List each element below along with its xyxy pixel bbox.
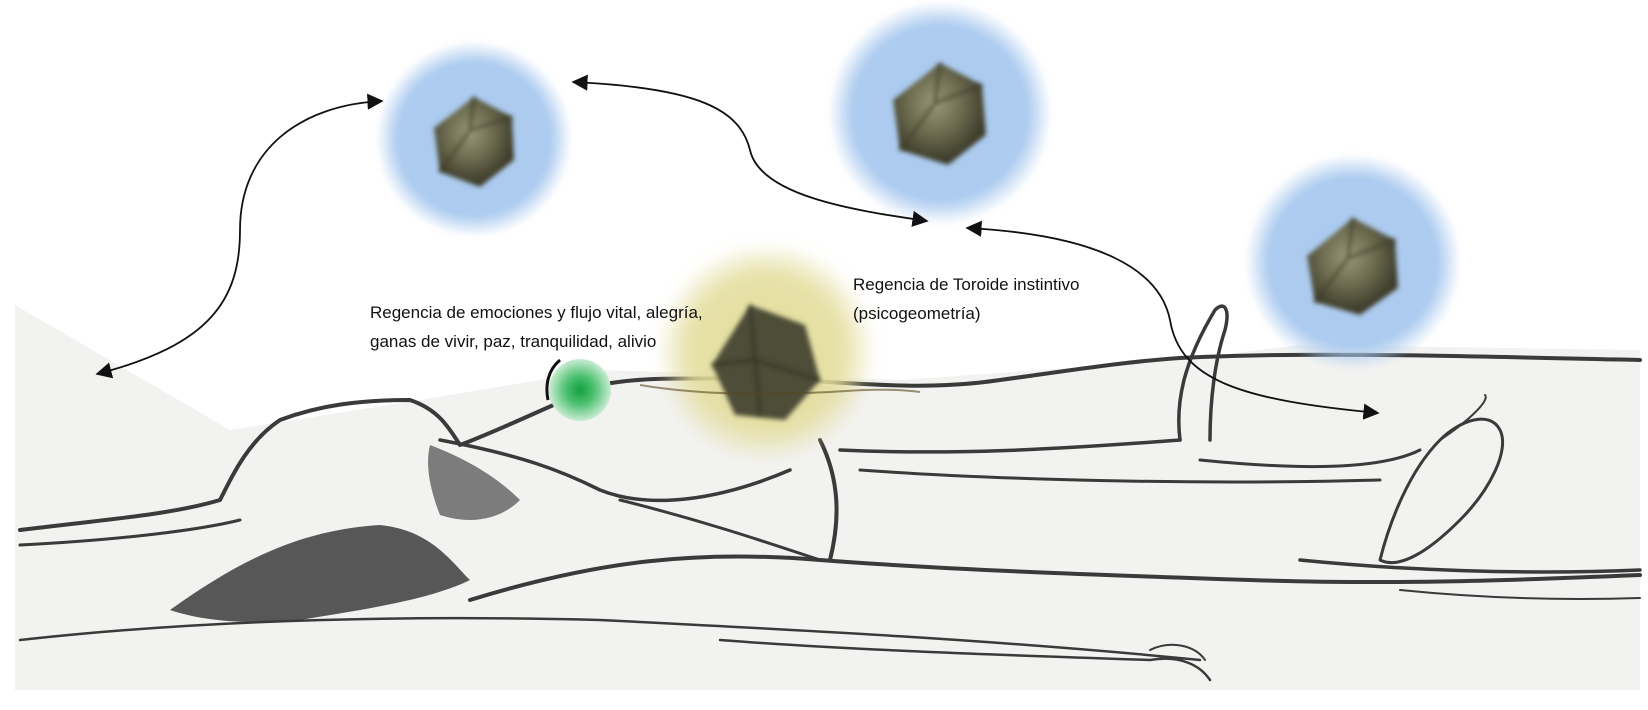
toroid-label-line-1: Regencia de Toroide instintivo — [853, 270, 1080, 299]
toroid-regency-label: Regencia de Toroide instintivo (psicogeo… — [853, 270, 1080, 328]
emotions-regency-label: Regencia de emociones y flujo vital, ale… — [370, 298, 703, 356]
aura-sphere-3 — [1245, 154, 1461, 370]
toroid-label-line-2: (psicogeometría) — [853, 299, 1080, 328]
aura-sphere-1 — [376, 41, 572, 237]
arrow-left — [97, 101, 382, 374]
emotions-label-line-2: ganas de vivir, paz, tranquilidad, alivi… — [370, 327, 703, 356]
aura-sphere-2 — [828, 1, 1052, 225]
emotions-label-line-1: Regencia de emociones y flujo vital, ale… — [370, 298, 703, 327]
